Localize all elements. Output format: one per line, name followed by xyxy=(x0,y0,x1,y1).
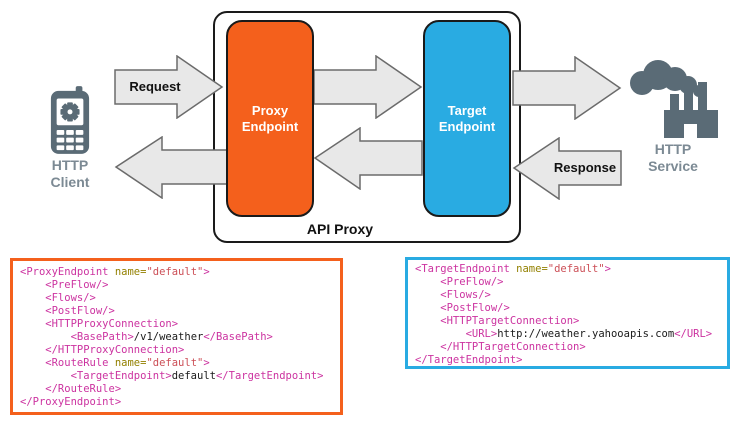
proxy-endpoint-label-line1: Proxy xyxy=(251,102,289,118)
http-client-caption-line1: HTTP xyxy=(51,157,89,173)
code-line: <Flows/> xyxy=(415,289,491,301)
code-line: <PostFlow/> xyxy=(415,302,510,314)
http-client-caption: HTTP Client xyxy=(30,157,110,191)
code-line: <RouteRule name="default"> xyxy=(20,357,210,369)
response-arrow-label: Response xyxy=(553,160,617,175)
proxy-to-client-arrow xyxy=(114,136,228,199)
request-arrow-label: Request xyxy=(129,79,181,94)
gear-icon xyxy=(60,102,80,122)
factory-smoke-icon xyxy=(630,60,718,138)
proxy-endpoint-xml-code: <ProxyEndpoint name="default"> <PreFlow/… xyxy=(10,258,343,415)
code-line: </ProxyEndpoint> xyxy=(20,396,122,408)
code-line: </TargetEndpoint> xyxy=(415,354,523,366)
http-service-caption: HTTP Service xyxy=(633,141,713,175)
target-endpoint-block: Target Endpoint xyxy=(423,20,511,217)
mobile-phone-icon xyxy=(50,86,90,154)
code-line: <ProxyEndpoint name="default"> xyxy=(20,266,210,278)
code-line: </HTTPTargetConnection> xyxy=(415,341,586,353)
code-line: <URL>http://weather.yahooapis.com</URL> xyxy=(415,328,713,340)
request-arrow xyxy=(114,55,224,119)
code-line: <TargetEndpoint>default</TargetEndpoint> xyxy=(20,370,324,382)
code-line: <PostFlow/> xyxy=(20,305,115,317)
code-line: <Flows/> xyxy=(20,292,96,304)
code-line: <TargetEndpoint name="default"> xyxy=(415,263,611,275)
http-service-caption-line2: Service xyxy=(648,158,698,174)
code-line: <PreFlow/> xyxy=(415,276,504,288)
target-endpoint-xml-code: <TargetEndpoint name="default"> <PreFlow… xyxy=(405,257,730,369)
target-endpoint-label-line2: Endpoint xyxy=(438,118,496,134)
target-to-service-arrow xyxy=(512,56,622,120)
proxy-to-target-arrow xyxy=(313,55,423,119)
target-endpoint-label-line1: Target xyxy=(447,102,487,118)
code-line: <HTTPProxyConnection> xyxy=(20,318,179,330)
api-proxy-label: API Proxy xyxy=(306,221,374,237)
response-arrow xyxy=(512,137,622,200)
code-line: <HTTPTargetConnection> xyxy=(415,315,580,327)
code-line: </RouteRule> xyxy=(20,383,122,395)
http-service-caption-line1: HTTP xyxy=(654,141,692,157)
http-client-caption-line2: Client xyxy=(50,174,90,190)
target-to-proxy-arrow xyxy=(313,127,423,190)
proxy-endpoint-label-line2: Endpoint xyxy=(241,118,299,134)
code-line: <BasePath>/v1/weather</BasePath> xyxy=(20,331,273,343)
code-line: <PreFlow/> xyxy=(20,279,109,291)
proxy-endpoint-block: Proxy Endpoint xyxy=(226,20,314,217)
code-line: </HTTPProxyConnection> xyxy=(20,344,185,356)
